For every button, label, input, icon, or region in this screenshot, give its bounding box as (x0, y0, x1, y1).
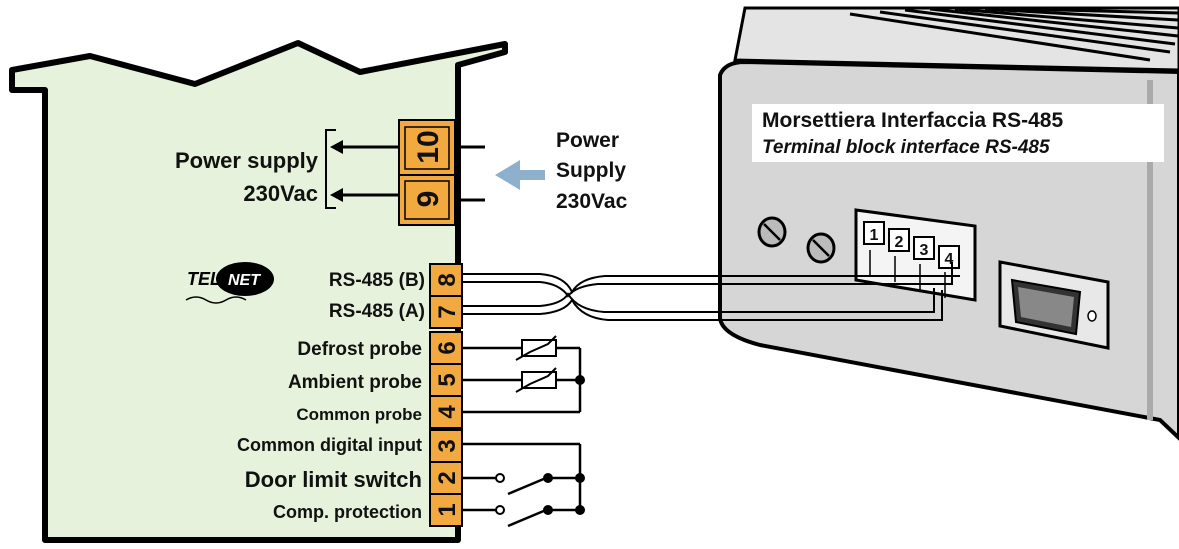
door-limit-switch-contact (495, 473, 553, 496)
interface-block-number: 3 (920, 242, 929, 259)
svg-text:TELE: TELE (187, 269, 234, 289)
power-right-label: 230Vac (556, 190, 628, 213)
comp-protection-contact (495, 505, 553, 528)
terminal-number: 8 (434, 273, 461, 286)
terminal-8 (429, 263, 463, 297)
terminal-label-rs485-a: RS-485 (A) (329, 301, 425, 322)
ambient-probe-thermistor (515, 367, 557, 393)
digital-junction-dot (575, 505, 585, 515)
terminal-number: 1 (434, 503, 461, 516)
terminal-9 (398, 174, 456, 226)
terminal-number: 7 (434, 305, 461, 318)
rs485-cable (462, 262, 960, 321)
terminal-3 (429, 429, 463, 463)
terminal-4 (429, 395, 463, 429)
terminal-number: 5 (434, 373, 461, 386)
terminal-label-defrost-probe: Defrost probe (297, 339, 422, 360)
terminal-number: 4 (434, 405, 461, 419)
terminal-label-ambient-probe: Ambient probe (288, 372, 422, 393)
interface-block-number: 4 (945, 251, 954, 268)
probe-junction-dot (575, 375, 585, 385)
terminal-label-comp-protection: Comp. protection (273, 502, 422, 522)
terminal-number: 3 (434, 439, 461, 452)
device-vents (849, 7, 1179, 62)
terminal-label-rs485-b: RS-485 (B) (329, 270, 425, 291)
terminal-label-door-limit-switch: Door limit switch (245, 467, 422, 492)
power-arrow (330, 188, 400, 202)
interface-block-number: 1 (870, 227, 879, 244)
terminal-number: 2 (434, 471, 461, 484)
digital-junction-dot (575, 473, 585, 483)
interface-terminal-block: 1 2 3 4 (854, 208, 977, 302)
interface-block-number: 2 (895, 234, 904, 251)
terminal-7 (429, 295, 463, 329)
svg-text:NET: NET (228, 272, 261, 289)
db-connector (998, 260, 1110, 350)
power-right-label: Supply (556, 159, 626, 182)
terminal-5 (429, 363, 463, 397)
screw-left (757, 216, 787, 248)
supply-arrow (495, 160, 545, 190)
power-supply-label: Power supply (175, 148, 319, 173)
terminal-number: 9 (412, 191, 445, 208)
power-arrow (330, 140, 400, 154)
terminal-number: 6 (434, 341, 461, 354)
interface-title-it: Morsettiera Interfaccia RS-485 (762, 109, 1063, 132)
power-bracket (325, 129, 336, 209)
terminal-label-common-probe: Common probe (296, 405, 422, 424)
power-right-label: Power (556, 129, 619, 152)
interface-device: Morsettiera Interfaccia RS-485 Terminal … (718, 6, 1179, 441)
defrost-probe-thermistor (515, 335, 557, 361)
terminal-number: 10 (412, 130, 445, 163)
screw-right (806, 232, 836, 264)
terminal-label-common-digital-input: Common digital input (237, 435, 422, 455)
interface-label-box (752, 104, 1164, 162)
power-voltage-label: 230Vac (243, 181, 318, 206)
interface-title-en: Terminal block interface RS-485 (762, 137, 1050, 158)
digital-input-wiring (462, 442, 582, 512)
telenet-logo: TELE NET (185, 262, 274, 304)
